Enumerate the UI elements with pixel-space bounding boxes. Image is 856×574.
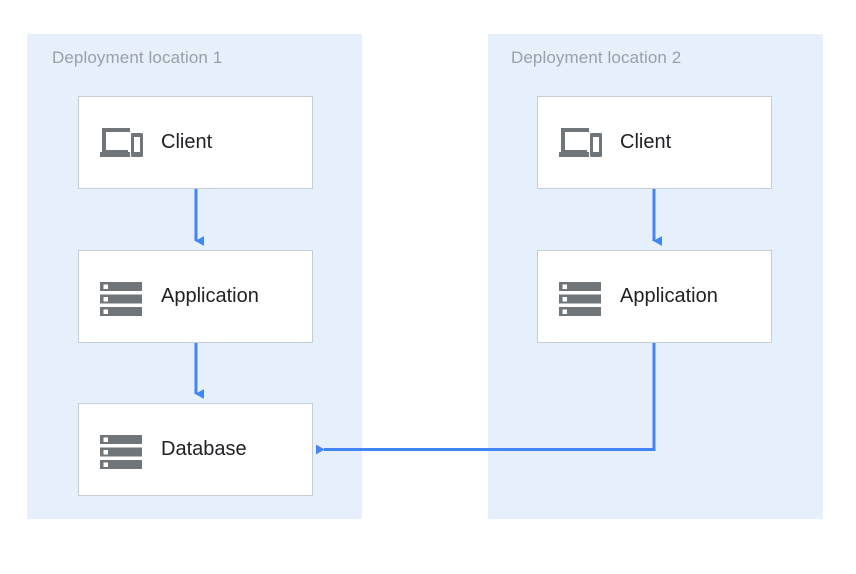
node-client-1[interactable]: Client	[78, 96, 313, 189]
devices-icon	[556, 119, 604, 167]
node-client-2[interactable]: Client	[537, 96, 772, 189]
node-application-1[interactable]: Application	[78, 250, 313, 343]
deployment-zone-1-title: Deployment location 1	[52, 48, 223, 67]
node-application-2-label: Application	[620, 285, 718, 307]
deployment-zone-2-title: Deployment location 2	[511, 48, 682, 67]
server-icon	[97, 426, 145, 474]
devices-icon	[97, 119, 145, 167]
node-client-1-label: Client	[161, 131, 213, 153]
server-icon	[97, 273, 145, 321]
server-icon	[556, 273, 604, 321]
node-application-1-label: Application	[161, 285, 259, 307]
node-application-2[interactable]: Application	[537, 250, 772, 343]
node-client-2-label: Client	[620, 131, 672, 153]
node-database-1[interactable]: Database	[78, 403, 313, 496]
node-database-1-label: Database	[161, 438, 247, 460]
